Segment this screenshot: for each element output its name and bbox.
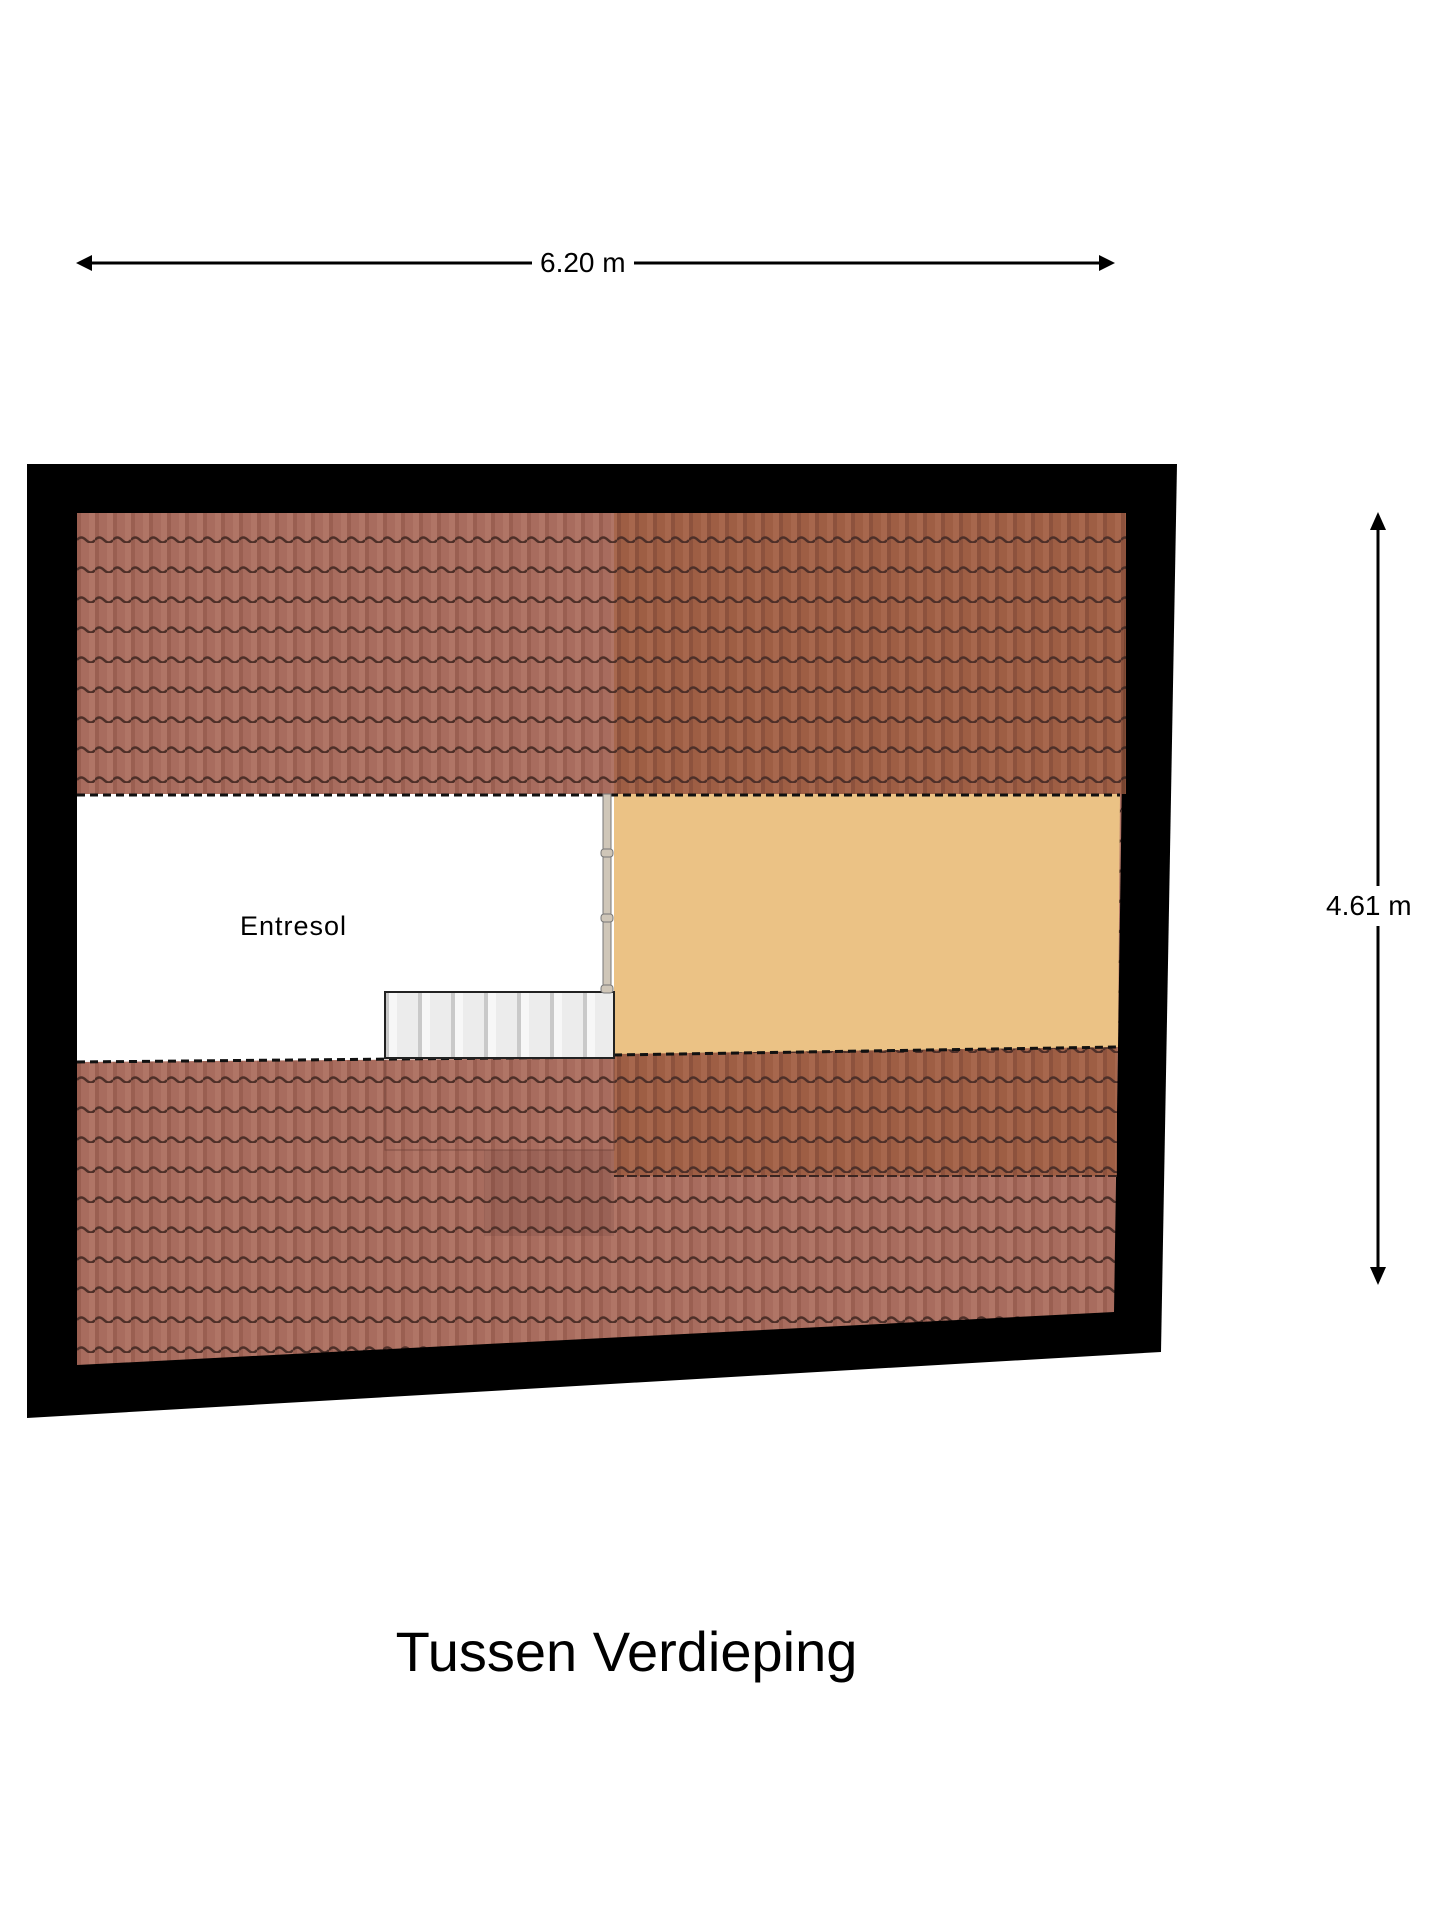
- slope-line-bottom-right: [613, 1045, 1119, 1057]
- floor-plan: [27, 464, 1177, 1418]
- staircase: [384, 991, 615, 1059]
- railing-post-icon: [600, 984, 614, 994]
- stair-shadow: [484, 1150, 614, 1236]
- railing-post-icon: [600, 913, 614, 923]
- width-dimension-label: 6.20 m: [532, 247, 634, 279]
- room-label-entresol: Entresol: [240, 911, 348, 941]
- void-area: [614, 794, 1120, 1054]
- roof-tiles-right-upper: [614, 513, 1126, 794]
- floor-title: Tussen Verdieping: [395, 1620, 858, 1683]
- depth-dimension-label: 4.61 m: [1326, 886, 1412, 926]
- roof-tiles-right-lower: [614, 1047, 1117, 1176]
- railing: [602, 793, 612, 993]
- railing-post-icon: [600, 848, 614, 858]
